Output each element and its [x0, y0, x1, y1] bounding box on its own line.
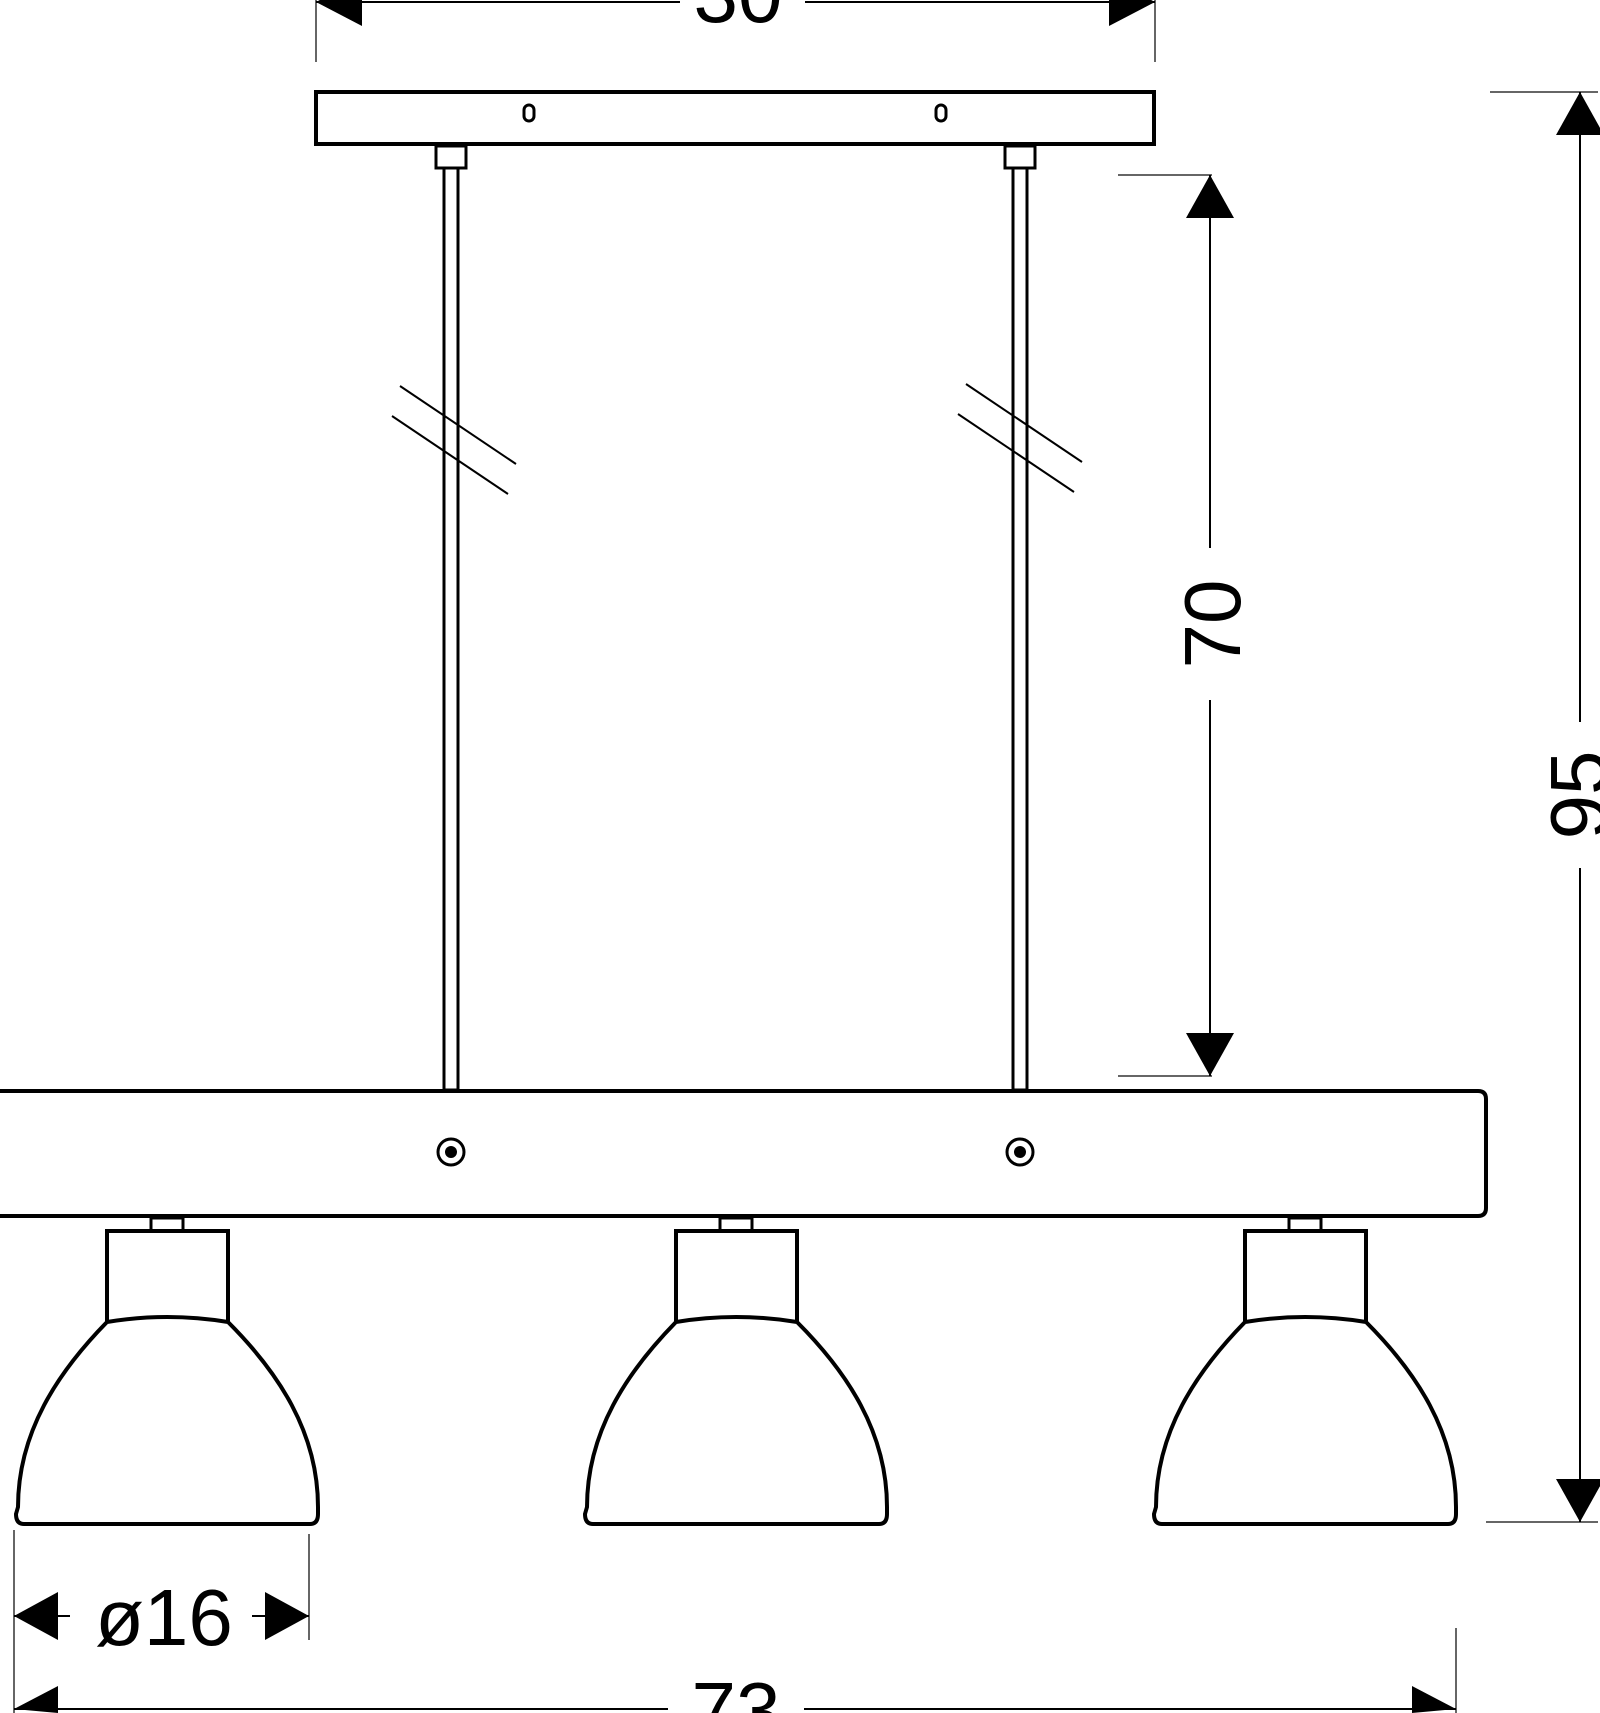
arrow-right-icon	[265, 1592, 309, 1640]
arrow-down-icon	[1186, 1033, 1234, 1076]
arrow-left-icon	[14, 1686, 58, 1713]
lamp-shade-center	[582, 1216, 889, 1526]
arrow-right-icon	[1412, 1686, 1456, 1713]
arrow-down-icon	[1556, 1479, 1600, 1522]
total-height-dimension: 95	[1486, 91, 1600, 1523]
arrow-right-icon	[1109, 0, 1155, 26]
ceiling-canopy	[314, 90, 1156, 170]
canopy-screw	[522, 103, 536, 123]
arrow-up-icon	[1556, 92, 1600, 135]
bar-length-dimension: 73	[14, 1628, 1457, 1713]
canopy-width-dimension: 30	[315, 0, 1156, 62]
cable-clamp	[1003, 144, 1037, 170]
arrow-up-icon	[1186, 175, 1234, 218]
arrow-left-icon	[14, 1592, 58, 1640]
shade-diameter-dimension: ø16	[13, 1530, 310, 1713]
arrow-left-icon	[316, 0, 362, 26]
drop-length-dimension: 70	[1118, 174, 1257, 1077]
total-height-label: 95	[1534, 751, 1600, 840]
lamp-bar	[0, 1089, 1488, 1218]
bar-screw	[436, 1137, 466, 1167]
cable-clamp	[434, 144, 468, 170]
lamp-shade-left	[13, 1216, 320, 1526]
canopy-screw	[934, 103, 948, 123]
suspension-cables	[391, 166, 1083, 1092]
bar-screw	[1005, 1137, 1035, 1167]
canopy-width-label: 30	[694, 0, 783, 39]
lamp-shade-right	[1151, 1216, 1458, 1526]
shade-diameter-label: ø16	[95, 1573, 233, 1662]
drop-length-label: 70	[1168, 580, 1257, 669]
bar-length-label: 73	[692, 1666, 781, 1713]
